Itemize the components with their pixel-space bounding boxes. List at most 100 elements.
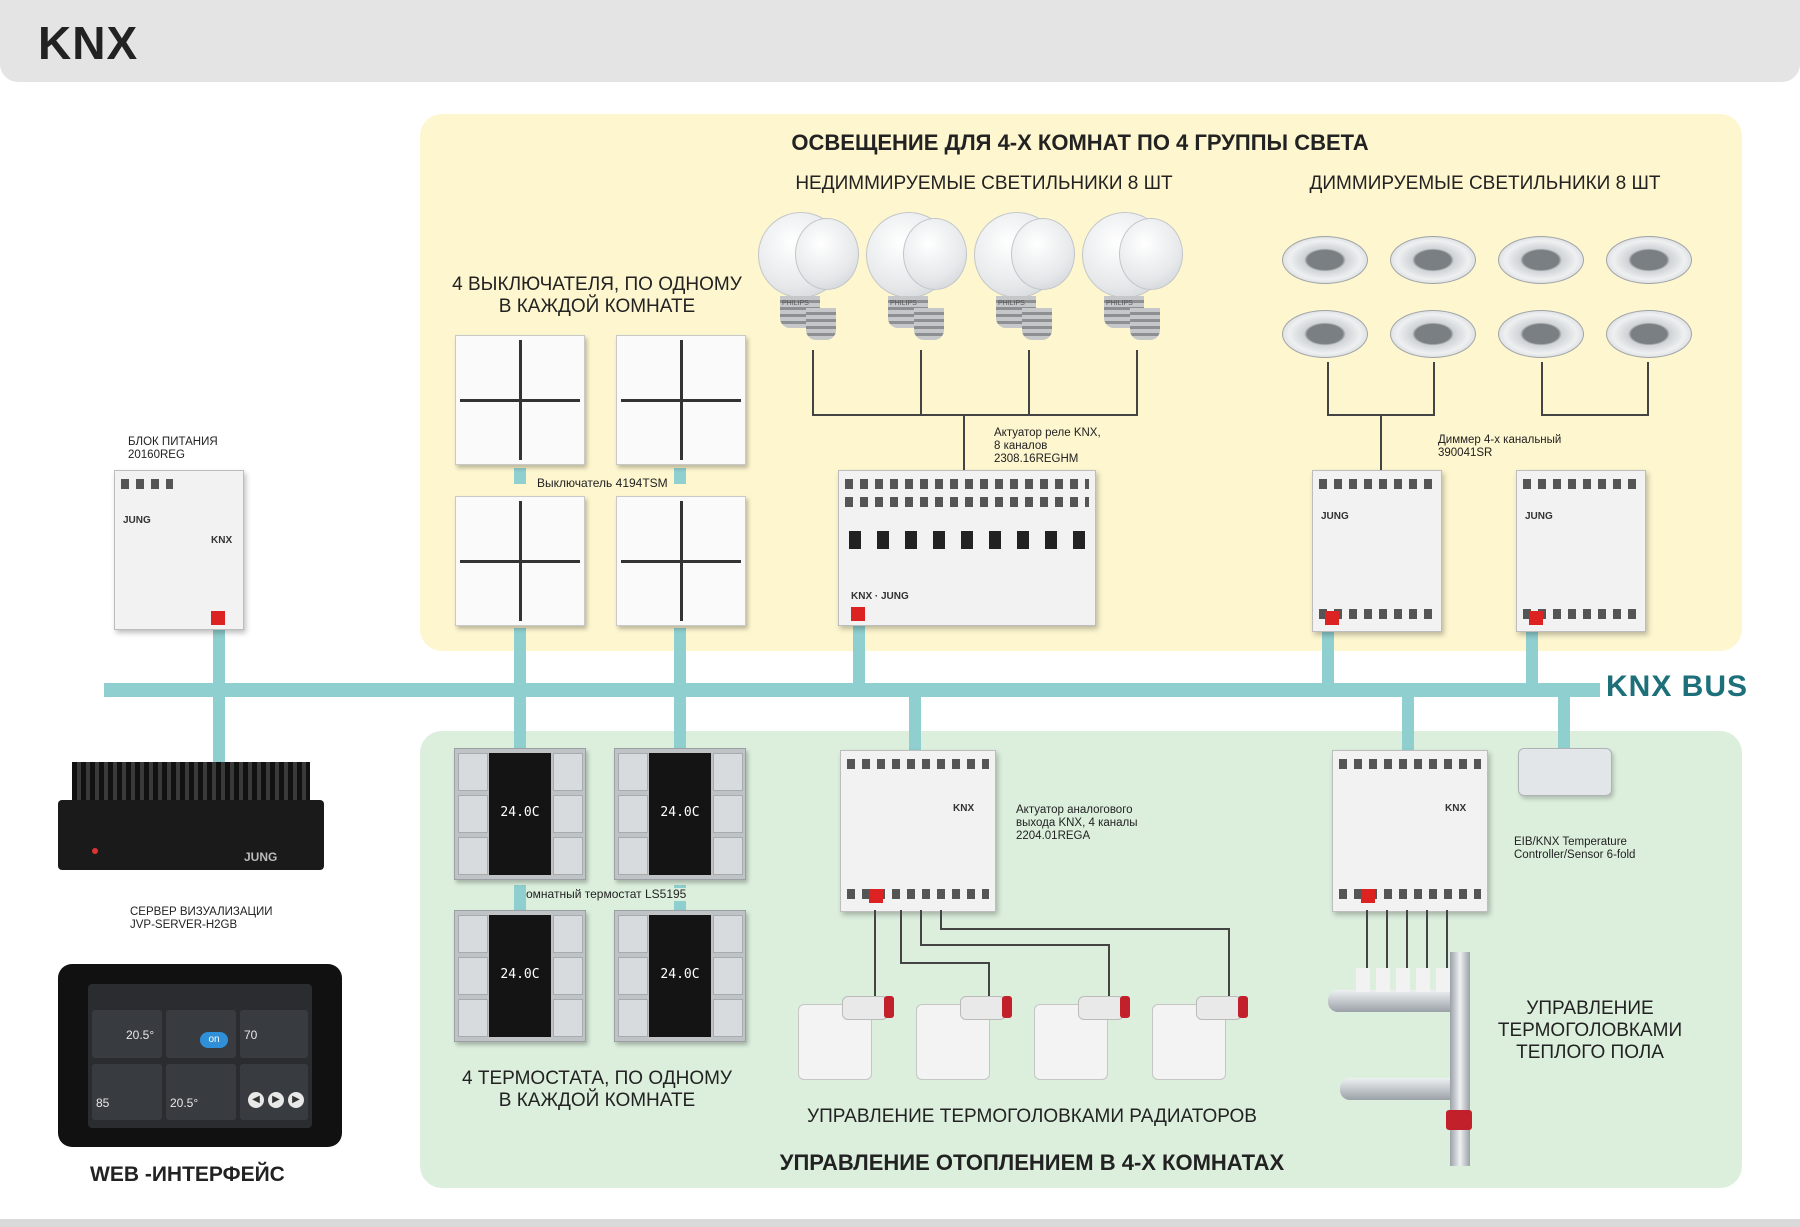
manifold-valve-bottom (1446, 1110, 1472, 1130)
relay-bus-connector (851, 607, 865, 621)
bulb-brand-2: PHILIPS (890, 300, 917, 307)
wall-switch-3 (455, 496, 585, 626)
manifold-wire-3 (1406, 910, 1408, 972)
thermo2-btn-r1 (713, 753, 743, 791)
power-brand: JUNG (123, 515, 151, 526)
dimmer-label-2: 390041SR (1438, 447, 1493, 459)
thermo3-btn-r3 (553, 999, 583, 1037)
dimmer1-bus-connector (1325, 611, 1339, 625)
downlight-icon-3 (1498, 236, 1584, 284)
downlight-icon-7 (1498, 310, 1584, 358)
thermo2-btn-r3 (713, 837, 743, 875)
sensor-label-2: Controller/Sensor 6-fold (1514, 849, 1636, 861)
radiator-wire-3 (920, 910, 922, 944)
bus-drop-sensor (1558, 694, 1570, 750)
thermostat-model-label: омнатный термостат LS5195 (526, 887, 687, 901)
thermo4-btn-l1 (618, 915, 648, 953)
downlight-wire-4 (1647, 362, 1649, 414)
thermostat-3: 24.0C (454, 910, 586, 1042)
bulb-base-2b (914, 308, 944, 340)
manifold-wire-2 (1386, 910, 1388, 972)
manifold-bottom-bar (1340, 1078, 1470, 1100)
analog-label-2: выхода KNX, 4 каналы (1016, 817, 1138, 829)
thermo2-screen: 24.0C (649, 753, 711, 875)
thermo4-btn-r2 (713, 957, 743, 995)
tablet-value-3: 85 (96, 1096, 110, 1110)
bus-drop-switch-2b (674, 628, 686, 748)
tile-3 (240, 1010, 308, 1058)
switch-model-label: Выключатель 4194TSM (537, 476, 668, 490)
dimmer-label-1: Диммер 4-х канальный (1438, 434, 1562, 446)
bus-drop-dimmer-2 (1526, 632, 1538, 686)
valve1-ring (884, 996, 894, 1018)
radiator-wire-2 (900, 910, 902, 962)
tablet-next-icon[interactable]: ▶ (288, 1092, 304, 1108)
valve4-head (1196, 996, 1242, 1020)
thermostats-label-line1: 4 ТЕРМОСТАТА, ПО ОДНОМУ (462, 1068, 732, 1089)
valve4-ring (1238, 996, 1248, 1018)
thermo1-btn-r2 (553, 795, 583, 833)
tablet-temp-4: 20.5° (170, 1096, 199, 1110)
server-label-1: СЕРВЕР ВИЗУАЛИЗАЦИИ (130, 906, 273, 918)
downlight-icon-8 (1606, 310, 1692, 358)
floor-label-line3: ТЕПЛОГО ПОЛА (1516, 1042, 1664, 1063)
analog2-knx-logo: KNX (1445, 803, 1467, 814)
radiator-wire-4 (940, 910, 942, 928)
web-interface-label: WEB -ИНТЕРФЕЙС (90, 1163, 285, 1186)
downlight-icon-4 (1606, 236, 1692, 284)
tablet-play-icon[interactable]: ▶ (268, 1092, 284, 1108)
dimmer-actuator-2: JUNG (1516, 470, 1646, 632)
analog2-terminals-bottom (1339, 889, 1481, 899)
tile-5 (166, 1064, 236, 1120)
valve3-ring (1120, 996, 1130, 1018)
thermo2-display: 24.0C (660, 805, 700, 820)
power-knx-logo: KNX (211, 535, 233, 546)
analog-actuator-2: KNX (1332, 750, 1488, 912)
valve3-head (1078, 996, 1124, 1020)
relay-label-1: Актуатор реле KNX, (994, 427, 1101, 439)
radiator-wire-1 (874, 910, 876, 962)
manifold-wire-4 (1426, 910, 1428, 972)
bulb-icon-1b (795, 218, 859, 290)
manifold-top-bar (1328, 990, 1470, 1012)
dimmer-actuator-1: JUNG (1312, 470, 1442, 632)
downlight-icon-6 (1390, 310, 1476, 358)
downlight-wire-h2 (1541, 414, 1649, 416)
power-supply: JUNG KNX (114, 470, 244, 630)
non-dimmable-label: НЕДИММИРУЕМЫЕ СВЕТИЛЬНИКИ 8 ШТ (795, 173, 1173, 194)
relay-channel-leds (849, 531, 1085, 549)
thermo1-btn-l3 (458, 837, 488, 875)
bus-drop-thermo-1 (514, 885, 526, 913)
bulb-wire-to-relay (963, 414, 965, 470)
valve1-head (842, 996, 888, 1020)
bulb-wire-1 (812, 350, 814, 414)
server-label-2: JVP-SERVER-H2GB (130, 919, 238, 931)
bus-drop-switch-1b (514, 628, 526, 748)
wall-switch-2 (616, 335, 746, 465)
thermo3-btn-l2 (458, 957, 488, 995)
wall-switch-4 (616, 496, 746, 626)
bulb-wire-2 (920, 350, 922, 414)
dimmable-label: ДИММИРУЕМЫЕ СВЕТИЛЬНИКИ 8 ШТ (1309, 173, 1661, 194)
dimmer1-brand: JUNG (1321, 511, 1349, 522)
thermo3-btn-l3 (458, 999, 488, 1037)
sensor-label-1: EIB/KNX Temperature (1514, 836, 1627, 848)
radiator-wire-2h (900, 962, 990, 964)
downlight-icon-2 (1390, 236, 1476, 284)
page-title: KNX (38, 17, 139, 69)
server-fins (72, 762, 310, 802)
downlight-wire-d1 (1380, 414, 1382, 470)
radiator-wire-4h (940, 928, 1230, 930)
bus-drop-dimmer-1 (1322, 632, 1334, 686)
tablet-on-toggle[interactable]: on (200, 1032, 228, 1048)
radiator-wire-3h (920, 944, 1110, 946)
tablet-temp-1: 20.5° (126, 1028, 155, 1042)
analog1-knx-logo: KNX (953, 803, 975, 814)
thermo3-btn-l1 (458, 915, 488, 953)
tablet-prev-icon[interactable]: ◀ (248, 1092, 264, 1108)
tile-4 (92, 1064, 162, 1120)
bus-drop-analog-1 (909, 694, 921, 750)
thermo4-btn-l3 (618, 999, 648, 1037)
wall-switch-1 (455, 335, 585, 465)
bulb-icon-4b (1119, 218, 1183, 290)
